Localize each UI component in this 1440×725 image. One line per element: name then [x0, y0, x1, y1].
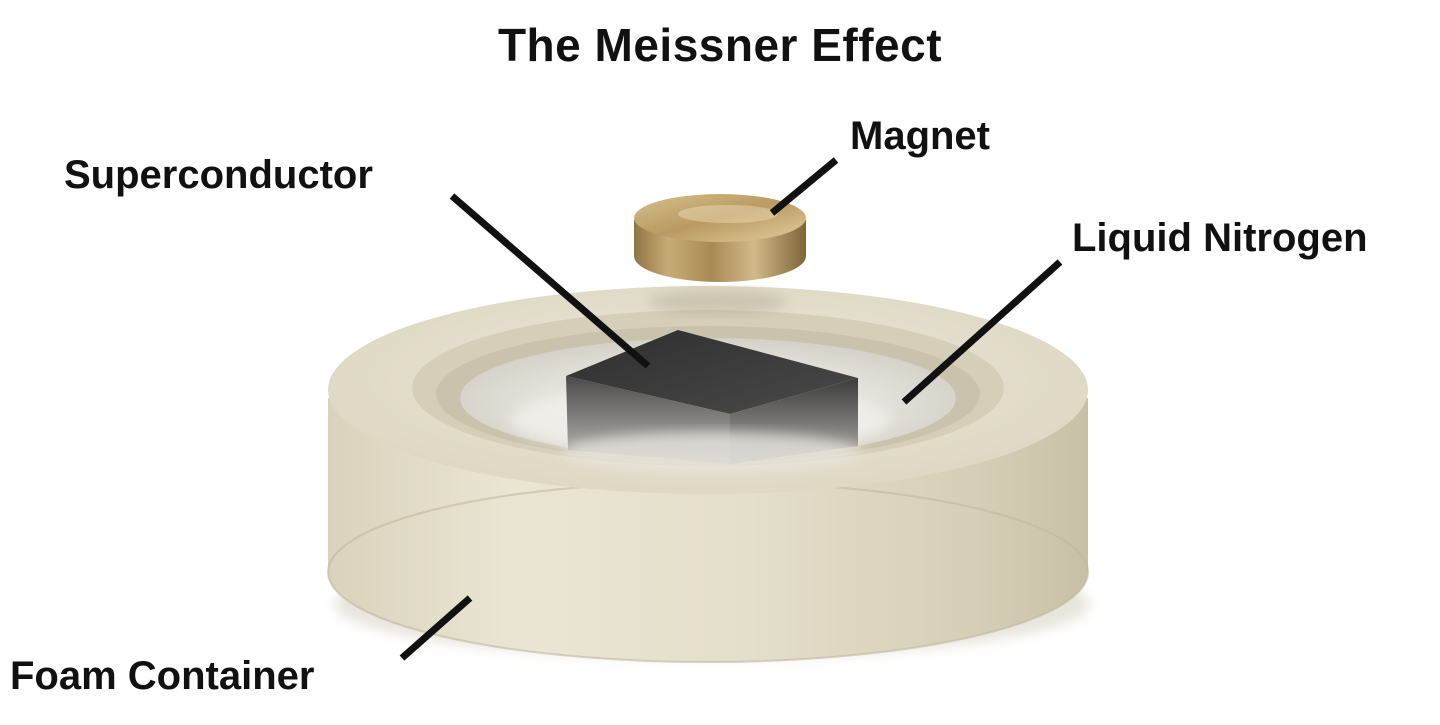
- leader-line-magnet: [769, 157, 839, 216]
- label-liquid-nitrogen: Liquid Nitrogen: [1072, 216, 1368, 260]
- superconductor-block: [562, 330, 862, 472]
- superconductor-mist: [562, 432, 862, 472]
- label-magnet: Magnet: [850, 114, 990, 158]
- magnet-disc: [634, 194, 806, 314]
- leader-line-superconductor: [449, 193, 651, 369]
- diagram-title: The Meissner Effect: [497, 19, 943, 71]
- leader-line-liquid-nitrogen: [901, 259, 1063, 405]
- magnet-top: [634, 194, 806, 242]
- superconductor-top-face: [566, 330, 858, 414]
- label-superconductor: Superconductor: [64, 153, 373, 197]
- magnet-shadow: [648, 290, 788, 314]
- label-foam-container: Foam Container: [10, 654, 315, 698]
- leader-line-foam-container: [399, 595, 473, 661]
- magnet-top-highlight: [678, 205, 778, 223]
